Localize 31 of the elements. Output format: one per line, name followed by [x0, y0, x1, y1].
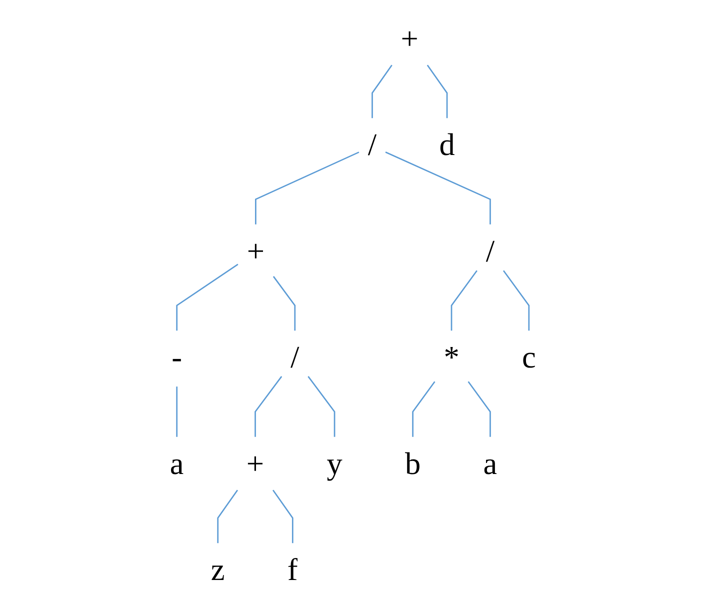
connector	[503, 270, 530, 331]
connector	[468, 381, 491, 437]
connector	[385, 152, 491, 224]
node-text: +	[246, 234, 265, 270]
connector	[426, 64, 448, 118]
node-text: -	[172, 340, 182, 376]
connector	[273, 276, 296, 331]
connector	[372, 64, 393, 118]
connector	[272, 490, 294, 544]
connector	[217, 490, 238, 544]
connector	[412, 381, 436, 437]
node-text: +	[246, 446, 264, 482]
node-text: /	[368, 128, 377, 163]
node-text: f	[288, 553, 298, 588]
node-text: +	[400, 22, 419, 57]
connector	[308, 376, 336, 437]
connector	[176, 264, 238, 331]
connector	[255, 152, 360, 224]
node-text: z	[211, 553, 225, 588]
node-text: c	[522, 340, 536, 376]
node-text: a	[483, 446, 498, 482]
node-text: b	[405, 446, 421, 482]
node-text: d	[439, 128, 455, 163]
connector	[254, 376, 282, 437]
connector	[450, 270, 478, 331]
node-text: *	[444, 340, 460, 376]
connector	[176, 386, 178, 437]
node-text: /	[486, 234, 495, 270]
node-text: y	[326, 446, 342, 482]
node-text: /	[290, 340, 300, 376]
node-text: a	[170, 446, 184, 482]
